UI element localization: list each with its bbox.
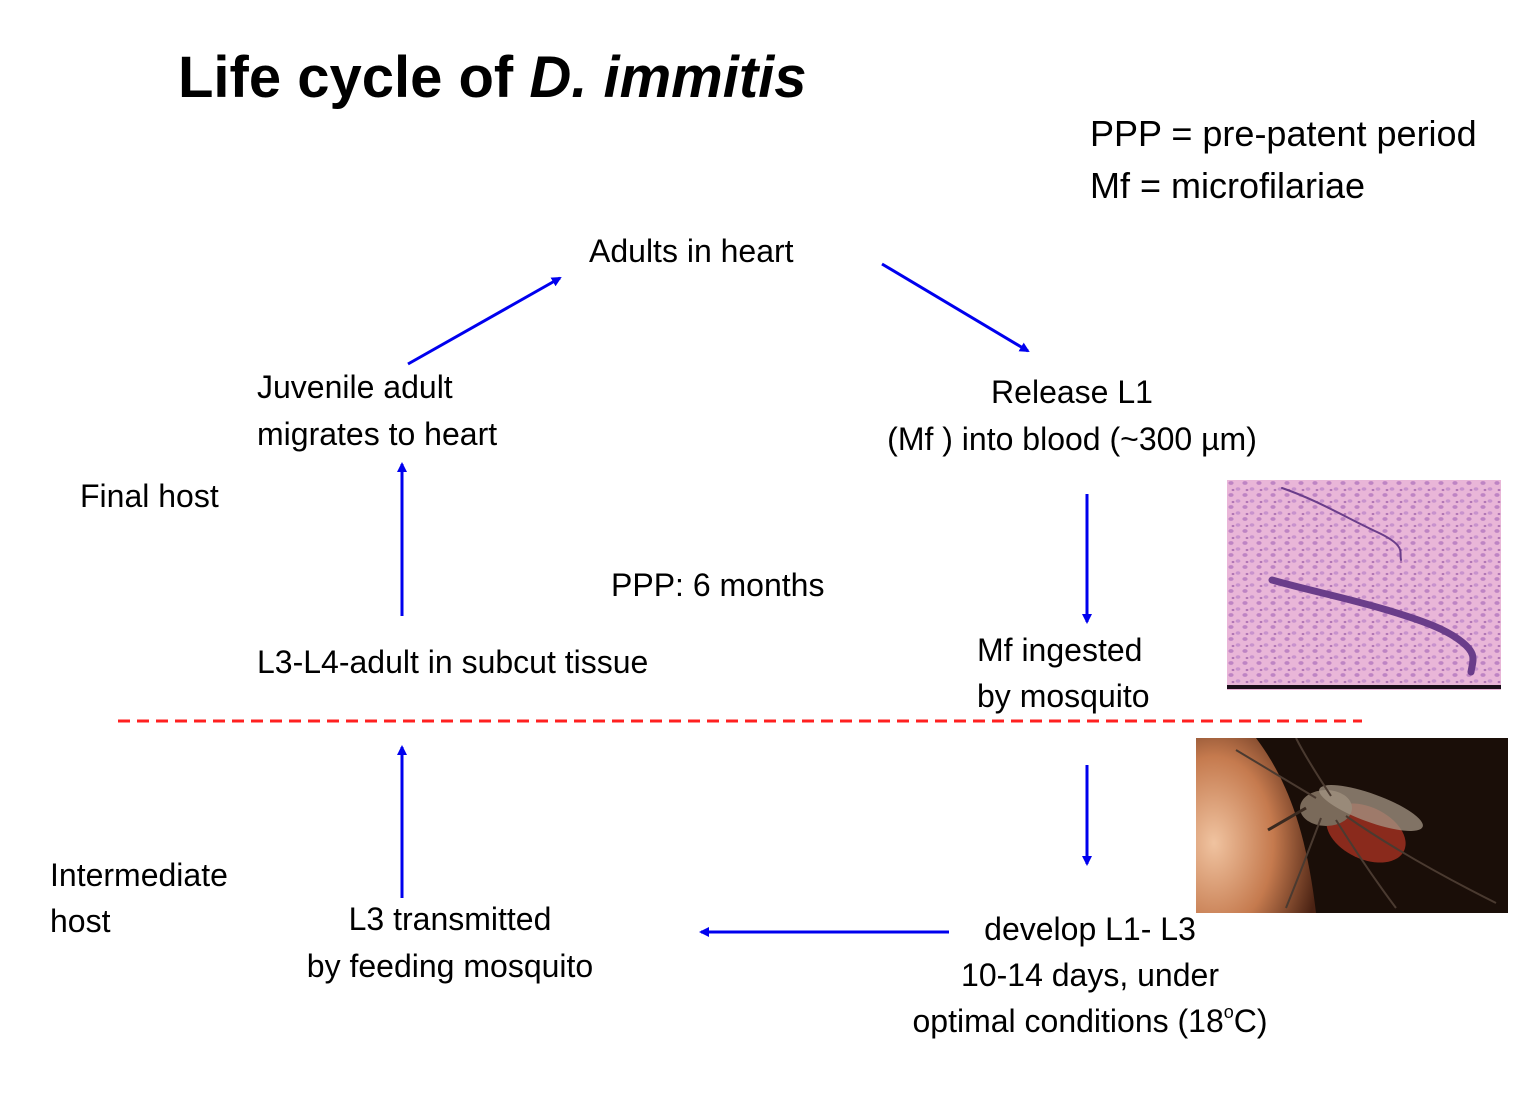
node-mf-ingested-line1: Mf ingested — [977, 632, 1143, 668]
node-l3-transmitted-line1: L3 transmitted — [348, 901, 552, 937]
node-juvenile-line2: migrates to heart — [257, 416, 498, 452]
mosquito-svg — [1196, 738, 1508, 913]
diagram-title: Life cycle of D. immitis — [178, 40, 807, 116]
mosquito-proboscis — [1267, 806, 1307, 832]
node-l3-l4-adult: L3-L4-adult in subcut tissue — [257, 644, 649, 680]
blood-smear-image — [1227, 480, 1501, 690]
arrow-adults-to-release — [881, 262, 1030, 353]
node-develop-line3: optimal conditions (18oC) — [880, 998, 1300, 1044]
blood-smear-svg — [1227, 480, 1501, 690]
intermediate-host-label-line1: Intermediate — [50, 857, 228, 893]
microfilaria-worm — [1268, 576, 1477, 676]
mosquito-feeding-image — [1196, 738, 1508, 913]
legend-ppp: PPP = pre-patent period — [1090, 113, 1477, 154]
node-l3-transmitted-line2: by feeding mosquito — [306, 948, 594, 984]
node-release-line1: Release L1 — [991, 374, 1153, 410]
final-host-label: Final host — [80, 478, 219, 514]
mosquito-wing — [1319, 785, 1423, 831]
title-prefix: Life cycle of — [178, 45, 530, 110]
develop-line3-post: C) — [1233, 1003, 1268, 1039]
degree-sup: o — [1223, 1002, 1234, 1022]
node-mf-ingested-line2: by mosquito — [977, 678, 1150, 714]
node-juvenile-line1: Juvenile adult — [257, 369, 453, 405]
develop-line3-pre: optimal conditions (18 — [912, 1003, 1224, 1039]
skin-surface — [1196, 738, 1316, 913]
title-species: D. immitis — [529, 45, 807, 110]
node-develop-line2: 10-14 days, under — [961, 957, 1219, 993]
node-adults-in-heart: Adults in heart — [589, 233, 794, 269]
legend-mf: Mf = microfilariae — [1090, 165, 1366, 206]
node-develop-line1: develop L1- L3 — [984, 911, 1196, 947]
node-release-line2: (Mf ) into blood (~300 µm) — [887, 421, 1257, 457]
microfilaria-thin — [1281, 487, 1402, 561]
ppp-duration-label: PPP: 6 months — [611, 567, 825, 603]
intermediate-host-label-line2: host — [50, 903, 111, 939]
arrow-juvenile-to-adults — [407, 276, 562, 366]
